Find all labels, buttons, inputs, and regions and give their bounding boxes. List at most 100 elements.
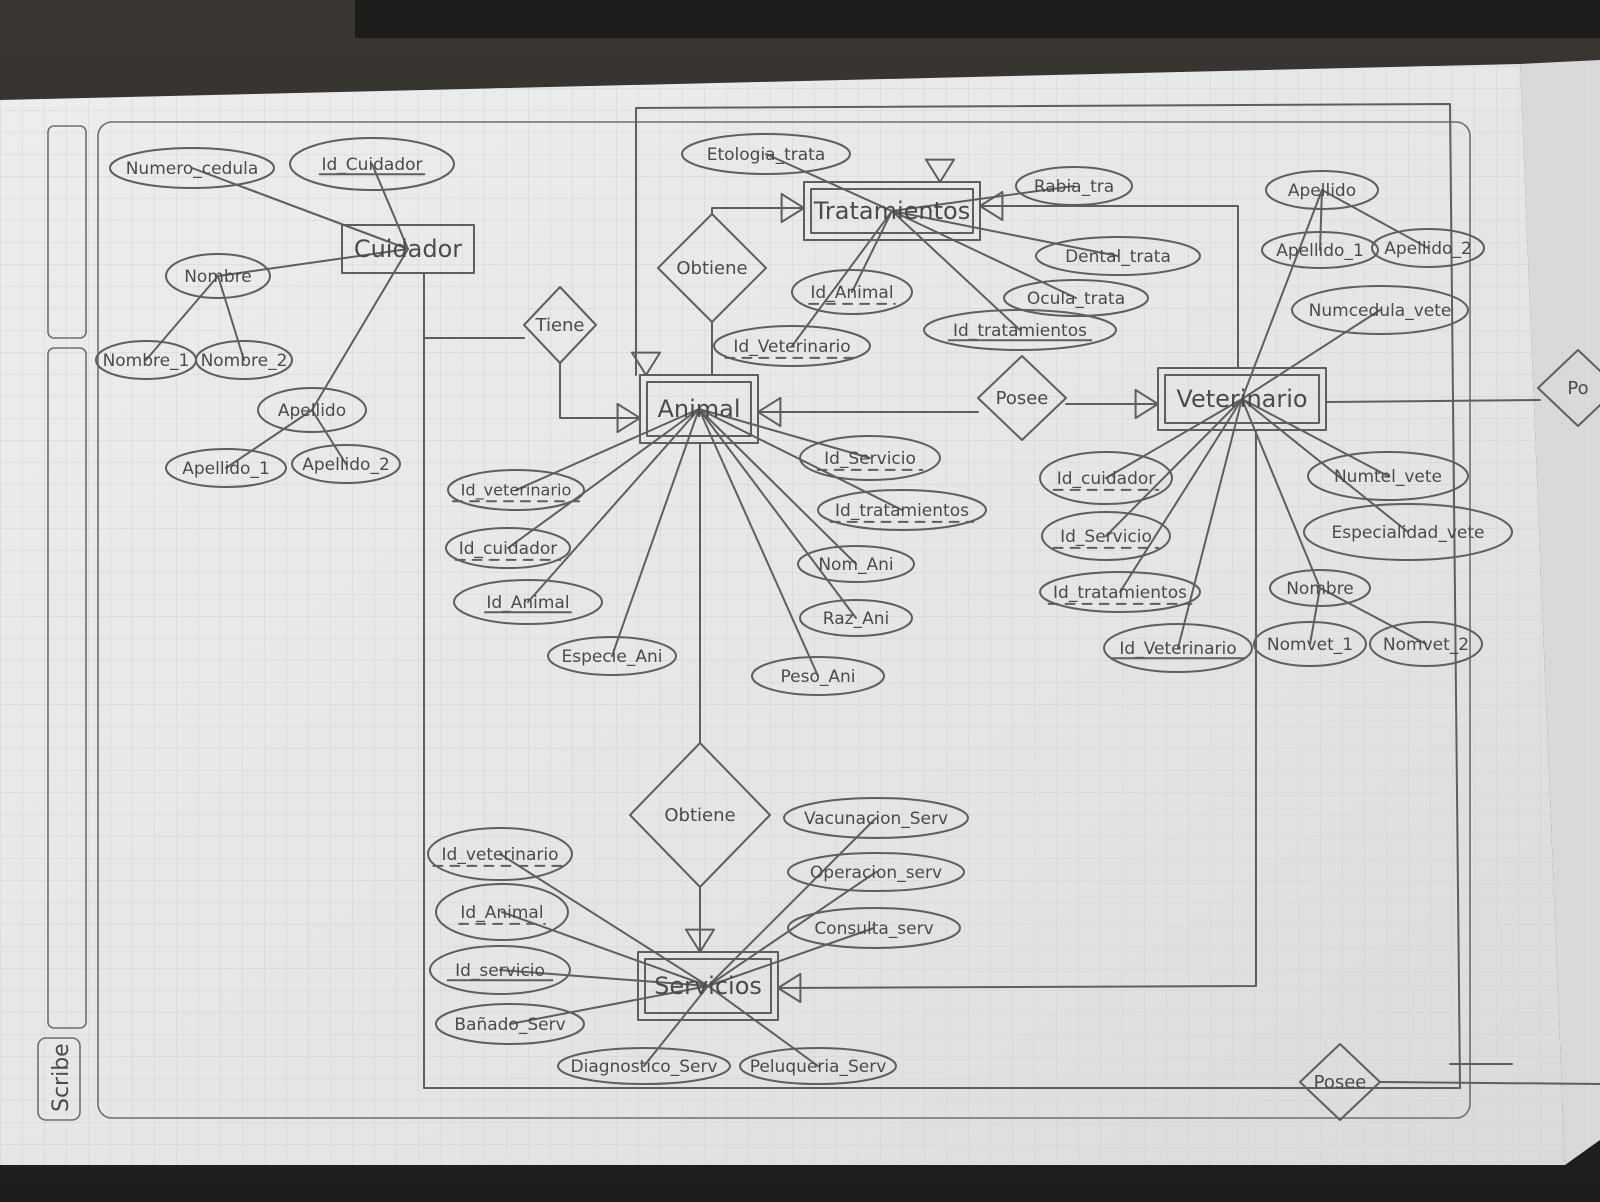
relationship-obtiene-trat: Obtiene: [657, 213, 767, 323]
attribute-label-rabia-trata: Rabia_tra: [1034, 177, 1114, 197]
attribute-nombre-2-cuid: Nombre_2: [195, 340, 293, 380]
attribute-numcedula-vet: Numcedula_vete: [1291, 285, 1469, 335]
attribute-nombre-vet: Nombre: [1269, 569, 1371, 607]
attribute-label-nombre-cuid: Nombre: [184, 267, 252, 287]
attribute-label-operacion-serv: Operacion_serv: [810, 863, 942, 883]
attribute-link-apellido-cuid: [311, 248, 409, 411]
attribute-link-nombre-1-vet: [1309, 587, 1321, 645]
attribute-label-nombre-1-vet: Nomvet_1: [1267, 635, 1353, 655]
attribute-link-nombre-2-cuid: [217, 275, 245, 361]
margin-frames: [37, 121, 1471, 1121]
attribute-ocula-trata: Ocula_trata: [1003, 279, 1149, 317]
attribute-link-banado-serv: [509, 985, 709, 1025]
attribute-apellido-vet: Apellido: [1265, 170, 1379, 210]
attribute-id-cuidador-ani: Id_cuidador: [445, 527, 571, 569]
attribute-numtel-vet: Numtel_vete: [1307, 451, 1469, 501]
attribute-label-id-tratamientos-vet: Id_tratamientos: [1053, 583, 1187, 603]
relationship-tiene: Tiene: [523, 286, 597, 364]
attribute-link-id-veterinario-ani: [515, 408, 700, 491]
attribute-raz-ani: Raz_Ani: [799, 599, 913, 637]
attribute-label-numtel-vet: Numtel_vete: [1334, 467, 1442, 487]
attribute-nombre-1-vet: Nomvet_1: [1253, 621, 1367, 667]
attribute-especialidad-vet: Especialidad_vete: [1303, 503, 1513, 561]
attribute-label-id-servicio-vet: Id_Servicio: [1060, 527, 1152, 547]
link-veterinario-posee-edge: [1325, 399, 1541, 403]
entity-veterinario: Veterinario: [1157, 367, 1327, 431]
attribute-label-id-cuidador-ani: Id_cuidador: [459, 539, 558, 559]
attribute-label-raz-ani: Raz_Ani: [823, 609, 889, 629]
binder-strip: [355, 0, 1600, 38]
attribute-nombre-2-vet: Nomvet_2: [1369, 621, 1483, 667]
attribute-label-diagnostico-serv: Diagnostico_Serv: [571, 1057, 718, 1077]
attribute-link-especialidad-vet: [1241, 398, 1409, 533]
entity-animal: Animal: [639, 374, 759, 444]
attribute-link-nombre-cuid: [217, 248, 409, 277]
crowfoot-animal-top: [631, 351, 661, 376]
attribute-link-numtel-vet: [1241, 398, 1389, 477]
attribute-id-tratamientos-pk: Id_tratamientos: [923, 309, 1117, 351]
attribute-label-etologia-trata: Etologia_trata: [707, 145, 826, 165]
attribute-dental-trata: Dental_trata: [1035, 236, 1201, 276]
attribute-id-veterinario-pk: Id_Veterinario: [1103, 623, 1253, 673]
attribute-id-servicio-vet: Id_Servicio: [1041, 511, 1171, 561]
attribute-link-id-animal-trat: [851, 210, 893, 293]
attribute-vacunacion-serv: Vacunacion_Serv: [783, 797, 969, 839]
attribute-link-nombre-1-cuid: [145, 275, 219, 361]
attribute-label-id-tratamientos-pk: Id_tratamientos: [953, 321, 1087, 341]
relationship-posee-animal-vet: Posee: [977, 355, 1067, 441]
attribute-id-veterinario-serv: Id_veterinario: [427, 827, 573, 881]
relationship-label-tiene: Tiene: [535, 315, 585, 336]
link-veterinario-tratamientos: [979, 205, 1239, 369]
entity-label-veterinario: Veterinario: [1176, 385, 1307, 413]
attribute-link-id-cuidador-ani: [507, 408, 700, 549]
attribute-nombre-cuid: Nombre: [165, 253, 271, 299]
attribute-link-apellido-1-cuid: [225, 409, 313, 469]
attribute-label-apellido-1-vet: Apellido_1: [1276, 241, 1364, 261]
attribute-link-rabia-trata: [891, 185, 1075, 212]
attribute-id-servicio-ani: Id_Servicio: [799, 435, 941, 481]
crowfoot-animal-right: [757, 397, 782, 427]
attribute-label-ocula-trata: Ocula_trata: [1027, 289, 1125, 309]
attribute-link-id-servicio-ani: [698, 408, 871, 459]
attribute-id-animal-serv: Id_Animal: [435, 883, 569, 941]
attribute-nom-ani: Nom_Ani: [797, 545, 915, 583]
entity-servicios: Servicios: [637, 951, 779, 1021]
attribute-label-id-servicio-pk: Id_servicio: [455, 961, 545, 981]
attribute-label-id-veterinario-serv: Id_veterinario: [442, 845, 559, 865]
attribute-label-nombre-vet: Nombre: [1286, 579, 1354, 599]
attribute-link-numcedula-vet: [1241, 309, 1381, 400]
margin-stamp: Scribe: [49, 1043, 74, 1112]
attribute-label-vacunacion-serv: Vacunacion_Serv: [804, 809, 948, 829]
attribute-link-numero-cedula: [191, 167, 409, 250]
attribute-link-dental-trata: [891, 210, 1119, 257]
attribute-link-ocula-trata: [891, 210, 1077, 299]
attribute-link-consulta-serv: [707, 927, 875, 987]
attribute-label-id-animal-serv: Id_Animal: [460, 903, 543, 923]
crowfoot-animal-left: [616, 403, 641, 433]
relationship-label-posee-edge: Po: [1567, 378, 1588, 399]
entity-label-servicios: Servicios: [654, 972, 762, 1000]
frame-connector-outline: [635, 103, 1461, 1089]
entity-label-animal: Animal: [657, 395, 740, 423]
attribute-link-diagnostico-serv: [643, 985, 709, 1067]
crowfoot-servicios-top: [685, 928, 715, 953]
crowfoot-servicios-right: [777, 973, 802, 1003]
attribute-label-apellido-2-cuid: Apellido_2: [302, 455, 390, 475]
crowfoot-veterinario-left: [1134, 389, 1159, 419]
entity-tratamientos: Tratamientos: [803, 181, 981, 241]
attribute-especie-ani: Especie_Ani: [547, 636, 677, 676]
attribute-link-apellido-vet: [1241, 189, 1323, 400]
attribute-label-id-cuidador-pk: Id_Cuidador: [321, 155, 422, 175]
attribute-link-apellido-1-vet: [1319, 189, 1323, 251]
attribute-label-numero-cedula: Numero_cedula: [126, 159, 259, 179]
attribute-label-consulta-serv: Consulta_serv: [814, 919, 933, 939]
attribute-label-nombre-2-cuid: Nombre_2: [201, 351, 288, 371]
attribute-label-peso-ani: Peso_Ani: [781, 667, 856, 687]
attribute-numero-cedula: Numero_cedula: [109, 147, 275, 189]
relationship-posee-edge: Po: [1537, 349, 1600, 427]
attribute-label-nombre-2-vet: Nomvet_2: [1383, 635, 1469, 655]
link-servicios-veterinario: [777, 429, 1257, 989]
attribute-id-tratamientos-ani: Id_tratamientos: [817, 489, 987, 531]
